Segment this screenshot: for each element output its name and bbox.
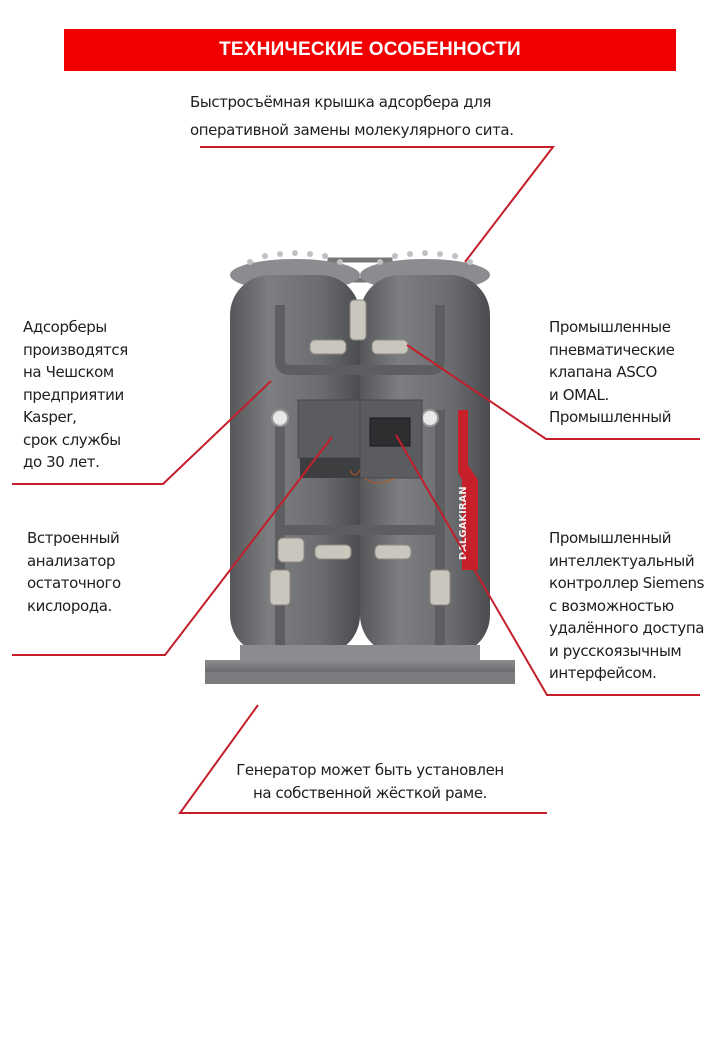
nitrogen-generator-image: DALGAKIRAN	[205, 250, 515, 684]
note-line: предприятии	[23, 385, 124, 404]
note-valves: Промышленные пневматические клапана ASCO…	[549, 316, 675, 429]
note-line: Быстросъёмная крышка адсорбера для	[190, 93, 492, 111]
note-line: контроллер Siemens	[549, 574, 705, 592]
note-line: с возможностью	[549, 596, 674, 615]
note-line: оперативной замены молекулярного сита.	[190, 120, 514, 139]
leader-right-lower	[395, 434, 700, 696]
note-line: на Чешском	[23, 363, 114, 381]
base-frame	[205, 645, 515, 684]
note-controller: Промышленный интеллектуальный контроллер…	[549, 527, 704, 685]
brand-label: DALGAKIRAN	[458, 486, 469, 560]
hmi-screen	[369, 417, 411, 447]
note-line: Kasper,	[23, 408, 77, 426]
note-line: кислорода.	[27, 596, 112, 615]
note-line: анализатор	[27, 551, 116, 570]
note-frame: Генератор может быть установлен на собст…	[210, 759, 530, 804]
section-title-banner: ТЕХНИЧЕСКИЕ ОСОБЕННОСТИ	[64, 29, 676, 71]
leader-left-lower	[12, 436, 333, 656]
leader-top	[200, 146, 556, 263]
leader-bottom	[178, 704, 547, 814]
note-line: срок службы	[23, 430, 121, 449]
note-line: Генератор может быть установлен	[236, 761, 504, 779]
note-line: и русскоязычным	[549, 641, 682, 660]
leader-left-upper	[12, 380, 272, 485]
note-line: Промышленный	[549, 529, 672, 547]
note-line: производятся	[23, 340, 128, 359]
note-line: удалённого доступа	[549, 619, 705, 637]
note-line: Промышленные	[549, 318, 671, 336]
note-line: Встроенный	[27, 529, 120, 547]
note-line: интеллектуальный	[549, 551, 695, 570]
note-line: до 30 лет.	[23, 453, 100, 471]
note-line: на собственной жёсткой раме.	[252, 783, 488, 802]
note-line: остаточного	[27, 574, 121, 592]
note-line: пневматические	[549, 340, 675, 359]
control-cabinet	[297, 399, 423, 484]
note-line: Адсорберы	[23, 318, 107, 336]
note-line: клапана ASCO	[549, 363, 657, 381]
note-line: Промышленный	[549, 408, 672, 426]
note-line: интерфейсом.	[549, 664, 657, 682]
leader-right-upper	[406, 344, 700, 440]
note-line: и OMAL.	[549, 385, 609, 404]
note-adsorbers: Адсорберы производятся на Чешском предпр…	[23, 316, 128, 474]
note-oxygen-analyzer: Встроенный анализатор остаточного кислор…	[27, 527, 121, 617]
note-quick-release-lid: Быстросъёмная крышка адсорбера для опера…	[190, 91, 514, 141]
section-title: ТЕХНИЧЕСКИЕ ОСОБЕННОСТИ	[219, 39, 521, 60]
